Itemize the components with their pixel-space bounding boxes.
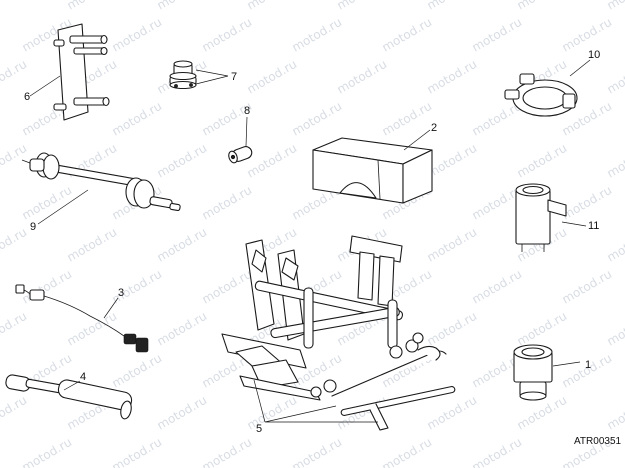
watermark-text: motod.ru — [110, 15, 165, 55]
watermark-text: motod.ru — [20, 267, 75, 307]
watermark-text: motod.ru — [200, 15, 255, 55]
callout-5: 5 — [256, 423, 262, 435]
watermark-text: motod.ru — [245, 0, 300, 13]
watermark-text: motod.ru — [605, 141, 625, 181]
watermark-text: motod.ru — [605, 225, 625, 265]
watermark-text: motod.ru — [425, 57, 480, 97]
watermark-text: motod.ru — [110, 351, 165, 391]
callout-8: 8 — [244, 105, 250, 117]
watermark-text: motod.ru — [200, 267, 255, 307]
watermark-text: motod.ru — [470, 435, 525, 468]
watermark-text: motod.ru — [515, 141, 570, 181]
callout-7: 7 — [231, 71, 237, 83]
watermark-text: motod.ru — [20, 435, 75, 468]
tool-11-cylinder — [515, 183, 567, 252]
watermark-text: motod.ru — [335, 57, 390, 97]
watermark-text: motod.ru — [65, 309, 120, 349]
watermark-text: motod.ru — [470, 267, 525, 307]
watermark-text: motod.ru — [560, 15, 615, 55]
tool-2-block — [312, 137, 433, 204]
watermark-text: motod.ru — [110, 99, 165, 139]
watermark-text: motod.ru — [155, 393, 210, 433]
tool-3-cable — [15, 284, 149, 353]
watermark-text: motod.ru — [290, 435, 345, 468]
watermark-text: motod.ru — [65, 225, 120, 265]
callout-labels: 1 2 3 4 5 6 7 8 9 10 11 ATR00351 — [24, 49, 622, 447]
tool-1-socket — [513, 344, 553, 401]
watermark-text: motod.ru — [425, 393, 480, 433]
watermark-text: motod.ru — [0, 225, 29, 265]
leader-lines — [29, 59, 591, 423]
callout-9: 9 — [30, 221, 36, 233]
tool-9-puller — [21, 152, 181, 212]
watermark-text: motod.ru — [515, 309, 570, 349]
watermark-text: motod.ru — [0, 393, 29, 433]
watermark-text: motod.ru — [155, 0, 210, 13]
tool-6-bracket — [53, 23, 110, 121]
watermark-text: motod.ru — [20, 183, 75, 223]
watermark-text: motod.ru — [425, 141, 480, 181]
callout-3: 3 — [118, 287, 124, 299]
watermark-text: motod.ru — [245, 393, 300, 433]
watermark-text: motod.ru — [470, 15, 525, 55]
callout-11: 11 — [588, 220, 599, 232]
watermark-text: motod.ru — [605, 0, 625, 13]
watermark-text: motod.ru — [155, 309, 210, 349]
watermark-text: motod.ru — [65, 0, 120, 13]
watermark-text: motod.ru — [200, 183, 255, 223]
watermark-text: motod.ru — [605, 57, 625, 97]
watermark-text: motod.ru — [605, 393, 625, 433]
watermark-text: motod.ru — [335, 0, 390, 13]
watermark-text: motod.ru — [290, 99, 345, 139]
watermark-text: motod.ru — [605, 309, 625, 349]
tool-8-pin — [228, 146, 253, 164]
watermark-text: motod.ru — [515, 0, 570, 13]
watermark-text: motod.ru — [200, 435, 255, 468]
watermark-text: motod.ru — [560, 267, 615, 307]
watermark-text: motod.ru — [155, 141, 210, 181]
callout-6: 6 — [24, 91, 30, 103]
watermark-text: motod.ru — [110, 435, 165, 468]
callout-4: 4 — [80, 371, 86, 383]
watermark-text: motod.ru — [380, 15, 435, 55]
tool-4-drift — [5, 374, 133, 420]
watermark-text: motod.ru — [0, 0, 29, 13]
watermark-text: motod.ru — [0, 309, 29, 349]
watermark-text: motod.ru — [290, 15, 345, 55]
watermark-text: motod.ru — [380, 435, 435, 468]
watermark-text: motod.ru — [425, 0, 480, 13]
tool-5-stand-assembly — [221, 235, 456, 431]
watermark-text: motod.ru — [245, 141, 300, 181]
tool-10-ring-spanner — [504, 73, 578, 117]
watermark-text: motod.ru — [155, 225, 210, 265]
drawing-code: ATR00351 — [574, 436, 622, 447]
callout-10: 10 — [588, 49, 600, 61]
watermark-text: motod.ru — [560, 183, 615, 223]
callout-2: 2 — [431, 122, 437, 134]
watermark-text: motod.ru — [425, 309, 480, 349]
tool-7-nuts — [169, 60, 197, 90]
watermark-text: motod.ru — [245, 57, 300, 97]
watermark-text: motod.ru — [425, 225, 480, 265]
callout-1: 1 — [585, 359, 591, 371]
